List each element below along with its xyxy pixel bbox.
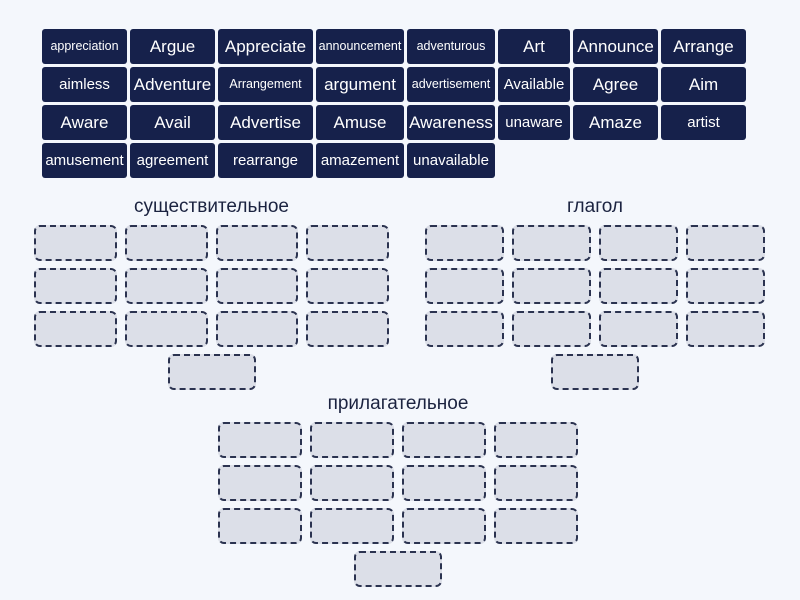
word-tile[interactable]: argument bbox=[316, 67, 404, 102]
drop-slot[interactable] bbox=[306, 268, 389, 304]
drop-slot[interactable] bbox=[310, 465, 394, 501]
drop-slot[interactable] bbox=[686, 268, 765, 304]
word-tile[interactable]: Aim bbox=[661, 67, 746, 102]
drop-slot[interactable] bbox=[402, 465, 486, 501]
drop-slot[interactable] bbox=[425, 225, 504, 261]
word-tile[interactable]: amusement bbox=[42, 143, 127, 178]
word-tile[interactable]: Art bbox=[498, 29, 570, 64]
drop-slot[interactable] bbox=[425, 268, 504, 304]
drop-slot[interactable] bbox=[599, 225, 678, 261]
category-group-adjective: прилагательное bbox=[218, 393, 578, 587]
word-tile[interactable]: Avail bbox=[130, 105, 215, 140]
word-tile[interactable]: Awareness bbox=[407, 105, 495, 140]
drop-slot[interactable] bbox=[34, 268, 117, 304]
word-tile[interactable]: Amuse bbox=[316, 105, 404, 140]
word-tile[interactable]: amazement bbox=[316, 143, 404, 178]
drop-slot[interactable] bbox=[686, 225, 765, 261]
drop-slot[interactable] bbox=[512, 311, 591, 347]
drop-slot[interactable] bbox=[218, 465, 302, 501]
drop-slot[interactable] bbox=[215, 268, 299, 304]
drop-slot[interactable] bbox=[494, 465, 578, 501]
drop-slot[interactable] bbox=[402, 508, 486, 544]
word-tile[interactable]: Available bbox=[498, 67, 570, 102]
drop-slot[interactable] bbox=[494, 508, 578, 544]
slot-grid-verb bbox=[425, 225, 765, 347]
drop-slot[interactable] bbox=[494, 422, 578, 458]
word-tile[interactable]: Amaze bbox=[573, 105, 658, 140]
drop-slot[interactable] bbox=[310, 422, 394, 458]
drop-slot[interactable] bbox=[310, 508, 394, 544]
word-tile[interactable]: aimless bbox=[42, 67, 127, 102]
drop-slot[interactable] bbox=[34, 311, 117, 347]
category-group-verb: глагол bbox=[425, 196, 765, 390]
slot-grid-adjective bbox=[218, 422, 578, 544]
word-tile[interactable]: rearrange bbox=[218, 143, 313, 178]
word-tile[interactable]: Announce bbox=[573, 29, 658, 64]
drop-slot[interactable] bbox=[124, 225, 208, 261]
word-tile[interactable]: advertisement bbox=[407, 67, 495, 102]
drop-slot[interactable] bbox=[599, 268, 678, 304]
drop-slot[interactable] bbox=[167, 354, 256, 390]
category-title-verb: глагол bbox=[567, 196, 623, 217]
drop-slot[interactable] bbox=[34, 225, 117, 261]
word-tile[interactable]: Advertise bbox=[218, 105, 313, 140]
drop-slot[interactable] bbox=[218, 422, 302, 458]
word-tile[interactable]: unaware bbox=[498, 105, 570, 140]
drop-slot[interactable] bbox=[686, 311, 765, 347]
drop-slot[interactable] bbox=[512, 268, 591, 304]
word-tile[interactable]: announcement bbox=[316, 29, 404, 64]
slot-tail-adjective bbox=[218, 551, 578, 587]
word-tile[interactable]: Appreciate bbox=[218, 29, 313, 64]
drop-slot[interactable] bbox=[215, 225, 299, 261]
drop-slot[interactable] bbox=[124, 268, 208, 304]
word-tile[interactable]: unavailable bbox=[407, 143, 495, 178]
drop-slot[interactable] bbox=[354, 551, 442, 587]
drop-slot[interactable] bbox=[599, 311, 678, 347]
word-tile[interactable]: Aware bbox=[42, 105, 127, 140]
category-group-noun: существительное bbox=[34, 196, 389, 390]
word-tile[interactable]: Agree bbox=[573, 67, 658, 102]
word-tile[interactable]: appreciation bbox=[42, 29, 127, 64]
category-title-noun: существительное bbox=[134, 196, 289, 217]
drop-slot[interactable] bbox=[218, 508, 302, 544]
drop-slot[interactable] bbox=[215, 311, 299, 347]
drop-slot[interactable] bbox=[124, 311, 208, 347]
word-tile[interactable]: artist bbox=[661, 105, 746, 140]
drop-slot[interactable] bbox=[306, 225, 389, 261]
word-tile[interactable]: Arrangement bbox=[218, 67, 313, 102]
drop-slot[interactable] bbox=[512, 225, 591, 261]
category-title-adjective: прилагательное bbox=[327, 393, 469, 414]
drop-slot[interactable] bbox=[306, 311, 389, 347]
word-tile[interactable]: agreement bbox=[130, 143, 215, 178]
drop-slot[interactable] bbox=[551, 354, 639, 390]
drop-slot[interactable] bbox=[425, 311, 504, 347]
word-tile[interactable]: Argue bbox=[130, 29, 215, 64]
word-tile[interactable]: adventurous bbox=[407, 29, 495, 64]
slot-tail-verb bbox=[425, 354, 765, 390]
word-tile[interactable]: Adventure bbox=[130, 67, 215, 102]
drop-slot[interactable] bbox=[402, 422, 486, 458]
slot-grid-noun bbox=[34, 225, 389, 347]
word-tile[interactable]: Arrange bbox=[661, 29, 746, 64]
slot-tail-noun bbox=[34, 354, 389, 390]
